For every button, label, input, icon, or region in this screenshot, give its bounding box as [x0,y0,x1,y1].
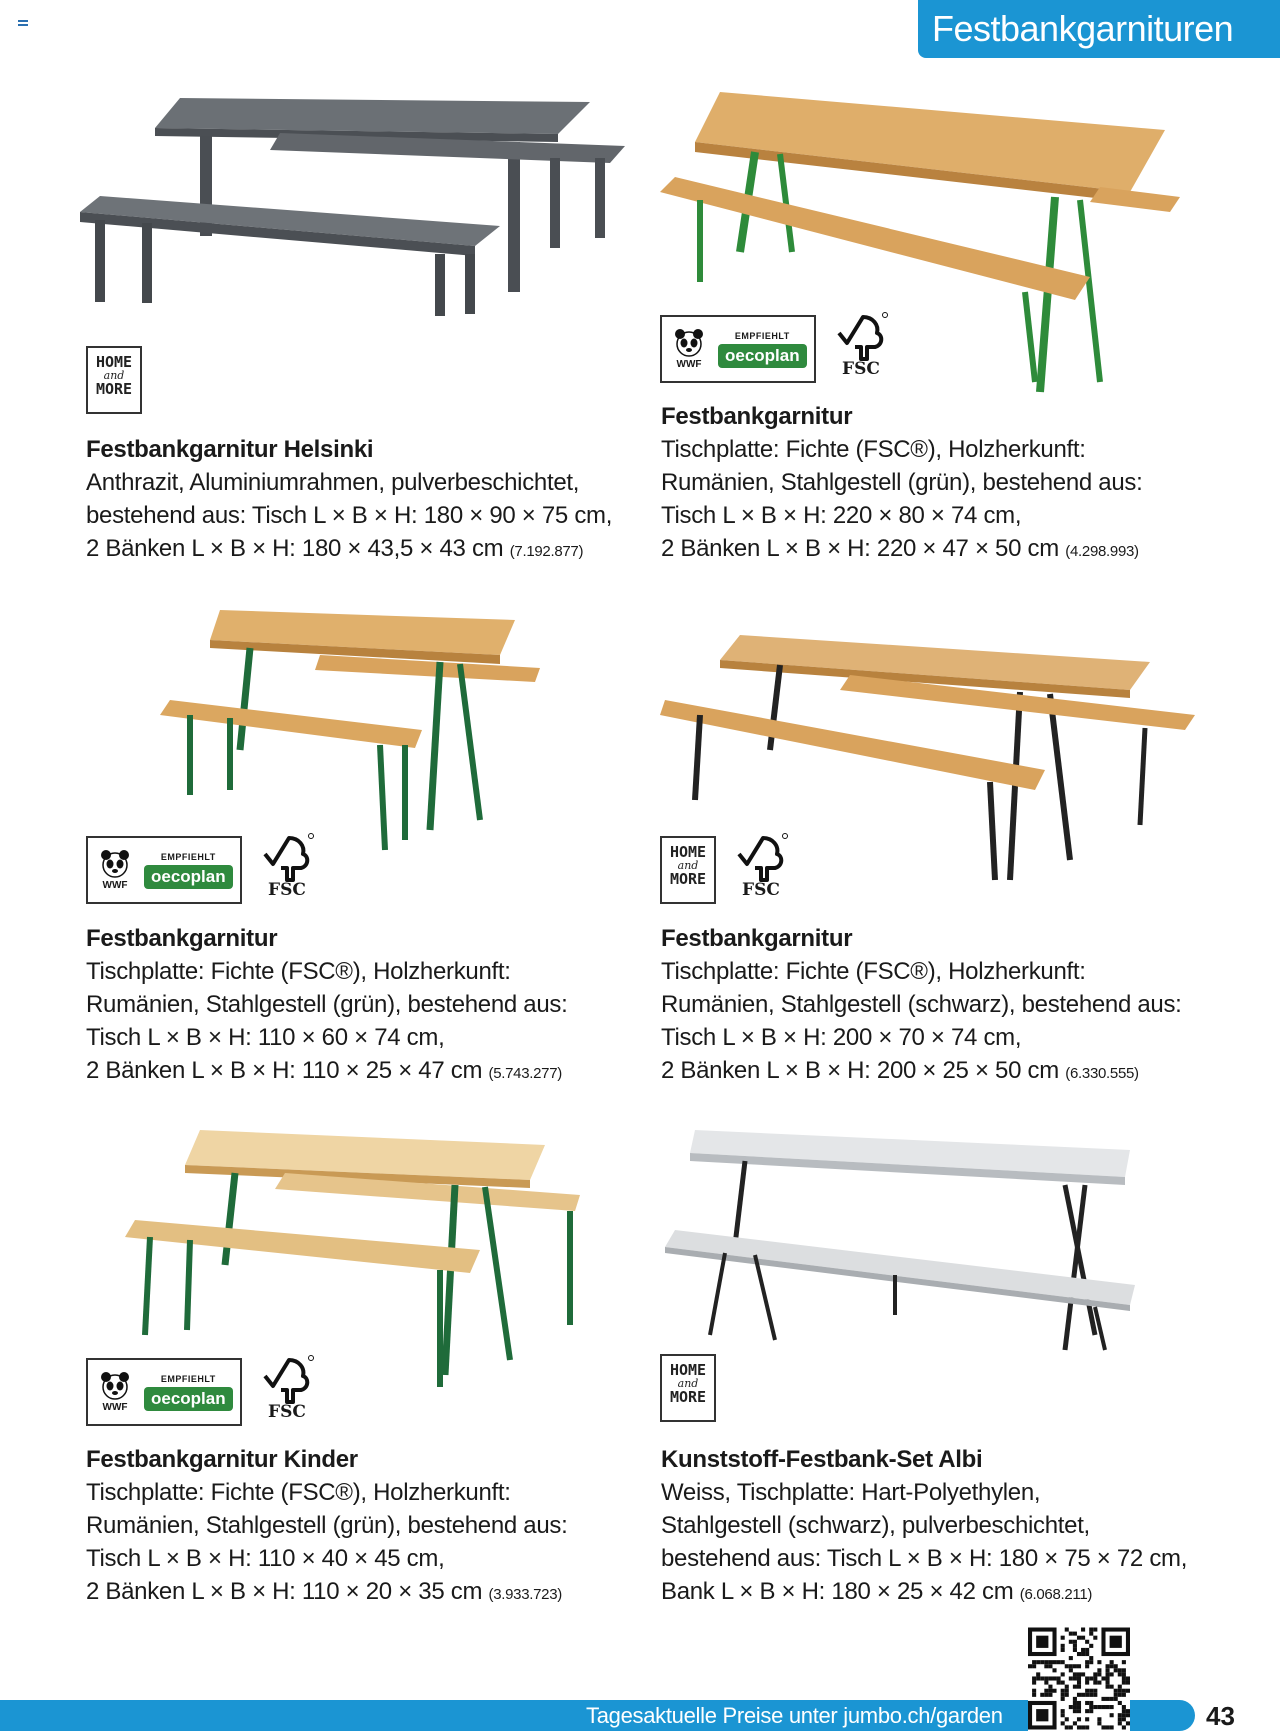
panda-icon: WWF [94,1371,136,1413]
page-number: 43 [1206,1701,1235,1731]
article-number: (7.192.877) [509,543,584,560]
fsc-tree-icon [263,833,314,882]
menu-icon[interactable] [18,20,28,28]
product-description: Tischplatte: Fichte (FSC®), Holzherkunft… [86,958,568,1084]
category-tab: Festbankgarnituren [918,0,1280,58]
product-helsinki: Festbankgarnitur Helsinki Anthrazit, Alu… [86,434,646,568]
qr-code-icon[interactable] [1028,1626,1130,1731]
product-title: Festbankgarnitur [86,925,278,952]
article-number: (6.330.555) [1065,1065,1139,1082]
product-description: Tischplatte: Fichte (FSC®), Holzherkunft… [86,1479,568,1605]
product-title: Festbankgarnitur Kinder [86,1446,358,1473]
fsc-tree-icon [737,833,788,882]
product-title: Kunststoff-Festbank-Set Albi [661,1446,983,1473]
product-description: Tischplatte: Fichte (FSC®), Holzherkunft… [661,436,1143,562]
panda-icon: WWF [668,328,710,370]
fsc-logo: FSC [730,832,792,904]
product-title: Festbankgarnitur Helsinki [86,436,374,463]
product-image-festbank-220 [660,92,1180,393]
product-title: Festbankgarnitur [661,403,853,430]
product-image-helsinki [80,98,625,316]
article-number: (5.743.277) [488,1065,563,1082]
product-image-festbank-200 [660,635,1195,881]
product-description: Anthrazit, Aluminiumrahmen, pulverbeschi… [86,469,613,562]
fsc-logo: FSC [830,311,892,383]
product-albi: Kunststoff-Festbank-Set Albi Weiss, Tisc… [661,1444,1221,1611]
product-image-festbank-kinder [125,1130,580,1387]
product-title: Festbankgarnitur [661,925,853,952]
article-number: (4.298.993) [1065,543,1139,560]
footer-bar [0,1700,1195,1731]
product-image-festbank-110 [160,610,540,851]
article-number: (3.933.723) [488,1586,563,1603]
fsc-tree-icon [837,312,888,361]
product-image-albi [665,1130,1135,1351]
product-description: Tischplatte: Fichte (FSC®), Holzherkunft… [661,958,1182,1084]
product-festbank-200: Festbankgarnitur Tischplatte: Fichte (FS… [661,923,1221,1090]
article-number: (6.068.211) [1019,1586,1093,1603]
product-festbank-220: Festbankgarnitur Tischplatte: Fichte (FS… [661,401,1221,568]
fsc-tree-icon [263,1355,314,1404]
footer-link[interactable]: Tagesaktuelle Preise unter jumbo.ch/gard… [586,1703,1003,1728]
product-description: Weiss, Tischplatte: Hart-Polyethylen, St… [661,1479,1188,1605]
fsc-logo: FSC [256,1354,318,1426]
fsc-logo: FSC [256,832,318,904]
product-festbank-kinder: Festbankgarnitur Kinder Tischplatte: Fic… [86,1444,646,1611]
product-festbank-110: Festbankgarnitur Tischplatte: Fichte (FS… [86,923,646,1090]
panda-icon: WWF [94,849,136,891]
